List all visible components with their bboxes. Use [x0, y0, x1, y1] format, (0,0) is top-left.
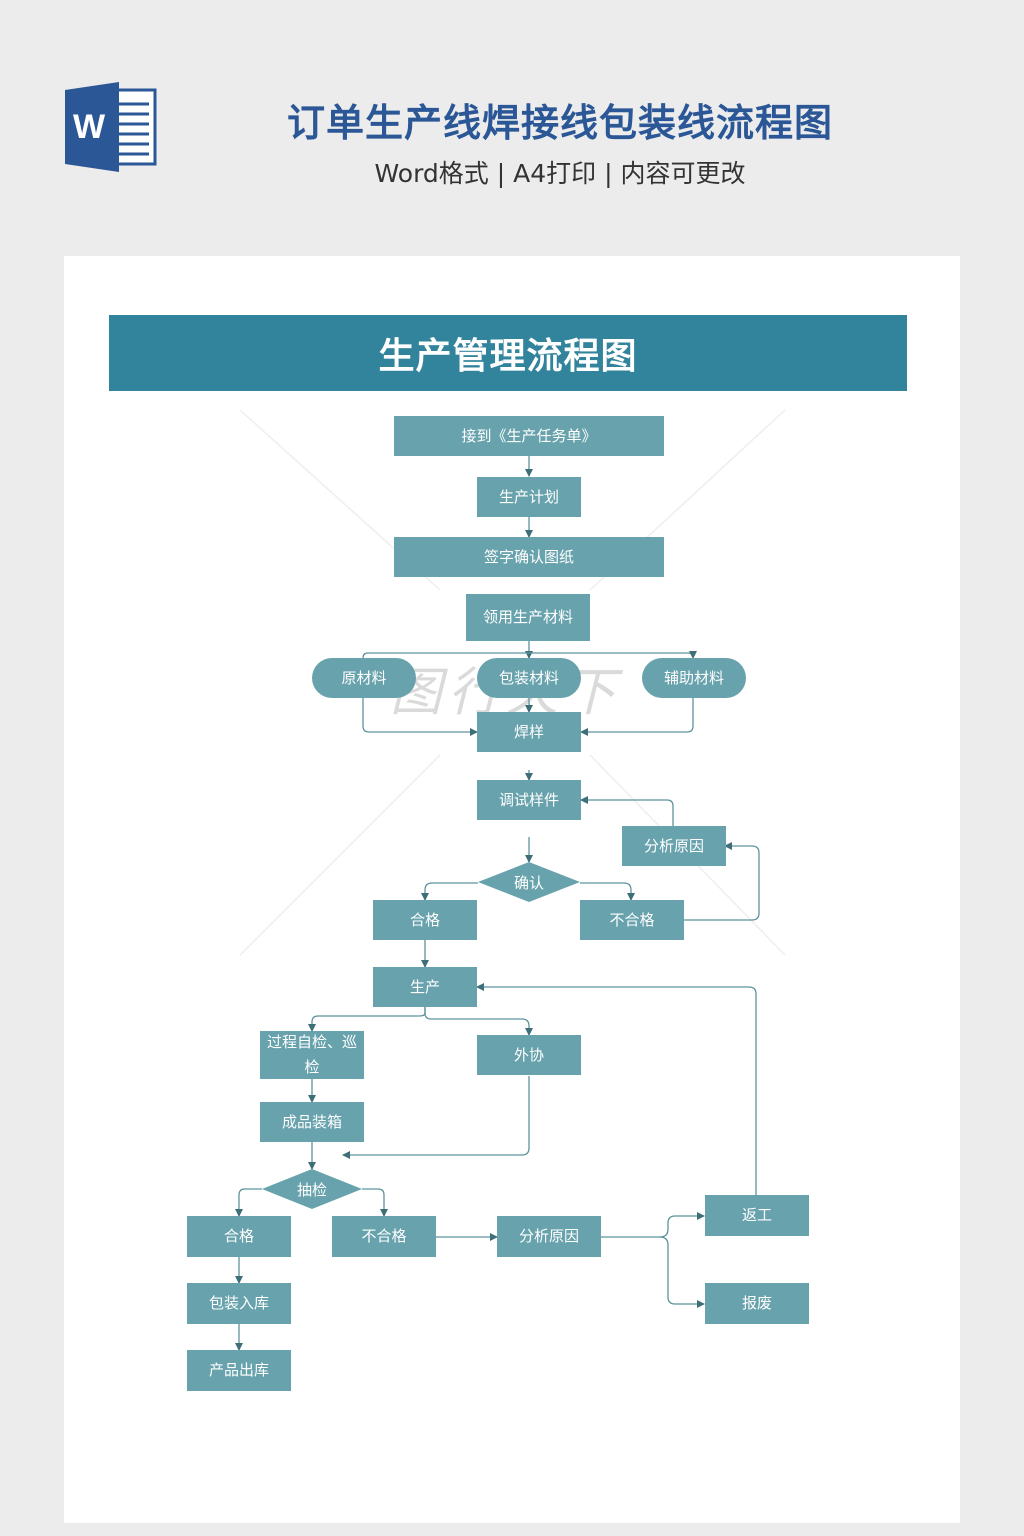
word-icon: W: [65, 82, 157, 172]
node-raw-materials[interactable]: 原材料: [312, 658, 416, 698]
page-title: 订单生产线焊接线包装线流程图: [286, 101, 833, 145]
node-production[interactable]: 生产: [373, 967, 477, 1007]
edge-rework-production: [476, 983, 757, 1195]
node-sampling[interactable]: 抽检: [296, 1180, 327, 1199]
node-pass-2[interactable]: 合格: [187, 1216, 291, 1257]
edge-confirm-pass: [421, 882, 478, 901]
node-packaging-materials[interactable]: 包装材料: [477, 658, 581, 698]
node-pack-store[interactable]: 包装入库: [187, 1283, 291, 1324]
edge-sampling-fail: [362, 1188, 388, 1217]
edge-analyze-scrap: [659, 1236, 705, 1308]
node-analyze-cause-2[interactable]: 分析原因: [497, 1216, 601, 1257]
edge-fail-analyze: [683, 842, 760, 921]
node-process-inspection[interactable]: 过程自检、巡检: [260, 1031, 364, 1079]
edge-production-outsource: [424, 1007, 533, 1036]
edge-outsource-merge: [342, 1076, 530, 1159]
node-debug-sample[interactable]: 调试样件: [477, 780, 581, 820]
confirm-diamond: [478, 862, 580, 902]
svg-text:W: W: [73, 108, 106, 146]
edge-sampling-pass: [235, 1188, 262, 1217]
node-fail-1[interactable]: 不合格: [580, 900, 684, 940]
node-collect-materials[interactable]: 领用生产材料: [466, 594, 590, 641]
edge-raw-weld: [362, 698, 478, 736]
edge-analyze-rework: [601, 1212, 705, 1238]
node-sign-drawings[interactable]: 签字确认图纸: [394, 537, 664, 577]
edge-collect-raw: [362, 652, 529, 659]
node-boxing[interactable]: 成品装箱: [260, 1102, 364, 1142]
edge-collect-aux: [529, 650, 697, 659]
node-auxiliary-materials[interactable]: 辅助材料: [642, 658, 746, 698]
node-ship-out[interactable]: 产品出库: [187, 1350, 291, 1391]
node-receive-order[interactable]: 接到《生产任务单》: [394, 416, 664, 456]
node-rework[interactable]: 返工: [705, 1195, 809, 1236]
node-analyze-cause-1[interactable]: 分析原因: [622, 826, 726, 866]
edge-aux-weld: [580, 698, 694, 736]
edge-confirm-fail: [580, 882, 635, 901]
sampling-diamond: [262, 1169, 362, 1209]
edge-production-inspect: [308, 1007, 426, 1032]
node-scrap[interactable]: 报废: [705, 1283, 809, 1324]
node-fail-2[interactable]: 不合格: [332, 1216, 436, 1257]
page-subtitle: Word格式 | A4打印 | 内容可更改: [374, 159, 746, 188]
banner-title: 生产管理流程图: [109, 315, 907, 391]
edge-analyze-debug: [580, 796, 674, 826]
node-confirm[interactable]: 确认: [513, 873, 544, 892]
node-pass-1[interactable]: 合格: [373, 900, 477, 940]
node-weld-sample[interactable]: 焊样: [477, 712, 581, 752]
node-production-plan[interactable]: 生产计划: [477, 477, 581, 517]
node-outsourcing[interactable]: 外协: [477, 1035, 581, 1075]
